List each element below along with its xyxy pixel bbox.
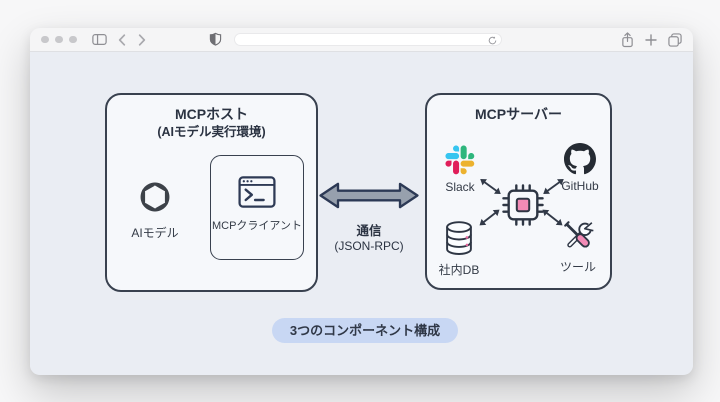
arrow-db-core <box>479 209 500 226</box>
forward-button[interactable] <box>138 33 146 46</box>
arrow-tools-core <box>542 209 563 226</box>
openai-logo-icon <box>140 182 170 212</box>
internal-db-label: 社内DB <box>438 263 480 277</box>
zoom-window-button[interactable] <box>69 35 77 44</box>
slack-node: Slack <box>428 145 492 194</box>
back-button[interactable] <box>118 33 126 46</box>
terminal-icon <box>238 176 276 208</box>
browser-toolbar <box>30 28 693 52</box>
minimize-window-button[interactable] <box>55 35 63 44</box>
tools-label: ツール <box>559 260 596 274</box>
close-window-button[interactable] <box>41 35 49 44</box>
caption-badge: 3つのコンポーネント構成 <box>272 318 458 343</box>
internal-db-node: 社内DB <box>427 220 491 278</box>
mcp-client-label: MCPクライアント <box>211 220 302 232</box>
address-bar[interactable] <box>234 33 502 46</box>
new-tab-icon <box>645 33 657 46</box>
mcp-core-node <box>502 184 544 231</box>
host-title-line1: MCPホスト <box>174 106 249 122</box>
host-title-line2: (AIモデル実行環境) <box>157 125 266 139</box>
shield-icon <box>209 32 222 46</box>
sidebar-icon <box>92 34 107 45</box>
server-title: MCPサーバー <box>427 105 610 123</box>
reload-icon <box>488 36 497 45</box>
browser-window: MCPホスト (AIモデル実行環境) AIモデル <box>30 28 693 375</box>
share-button[interactable] <box>621 31 634 48</box>
arrow-github-core <box>543 179 564 194</box>
tab-overview-button[interactable] <box>668 32 682 47</box>
database-icon <box>446 221 472 255</box>
link-label-line1: 通信 <box>356 224 382 238</box>
github-node: GitHub <box>548 143 612 193</box>
tools-node: ツール <box>546 219 610 275</box>
communication-link: 通信 (JSON-RPC) <box>318 180 420 253</box>
share-icon <box>622 31 633 47</box>
diagram-canvas: MCPホスト (AIモデル実行環境) AIモデル <box>30 52 693 374</box>
cpu-chip-icon <box>502 184 544 226</box>
tabs-icon <box>668 32 682 47</box>
sidebar-toggle-button[interactable] <box>92 33 107 46</box>
reload-button[interactable] <box>488 36 497 45</box>
mcp-host-box: MCPホスト (AIモデル実行環境) AIモデル <box>105 93 318 292</box>
privacy-shield-button[interactable] <box>209 32 222 47</box>
arrow-slack-core <box>480 179 501 194</box>
host-title: MCPホスト (AIモデル実行環境) <box>107 105 316 141</box>
ai-model-label: AIモデル <box>131 226 179 240</box>
back-icon <box>118 33 126 46</box>
double-arrow-icon <box>319 182 419 209</box>
link-label-line2: (JSON-RPC) <box>334 239 404 253</box>
slack-label: Slack <box>445 180 475 194</box>
github-label: GitHub <box>561 179 599 193</box>
github-logo-icon <box>564 143 596 175</box>
new-tab-button[interactable] <box>645 33 657 46</box>
ai-model-node: AIモデル <box>121 179 189 241</box>
slack-logo-icon <box>445 145 475 175</box>
mcp-client-box: MCPクライアント <box>210 155 304 260</box>
server-title-text: MCPサーバー <box>475 106 562 122</box>
forward-icon <box>138 33 146 46</box>
tools-icon <box>564 220 595 248</box>
mcp-server-box: MCPサーバー Slack GitHub <box>425 93 612 290</box>
